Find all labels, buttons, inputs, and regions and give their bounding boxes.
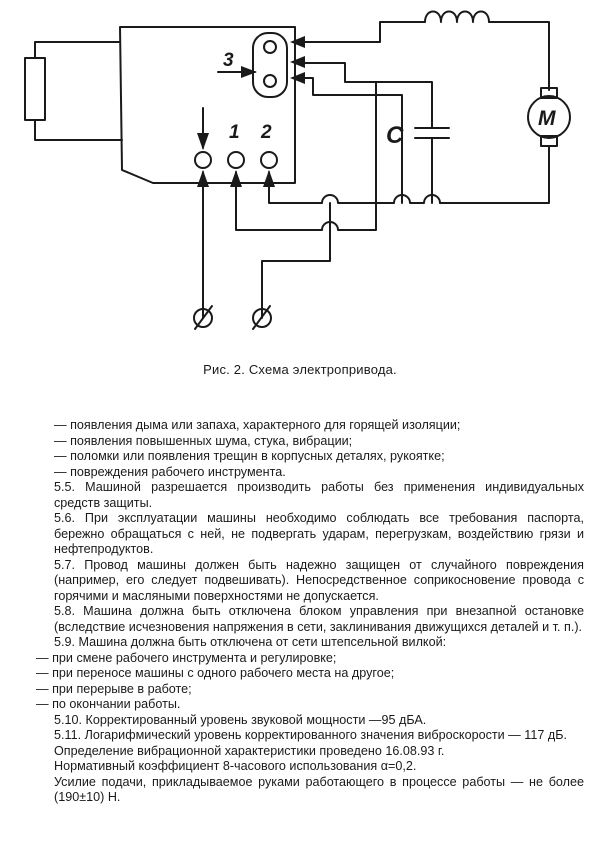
body-text: — появления дыма или запаха, характерног… <box>36 418 584 806</box>
wire-switch-capacitor <box>302 62 433 129</box>
list-item: — при перерыве в работе; <box>36 681 192 696</box>
plug-pin-right-slash <box>252 305 271 330</box>
paragraph-vibration-date: Определение вибрационной характеристики … <box>54 743 445 758</box>
paragraph-5-11: 5.11. Логарифмический уровень корректиро… <box>54 728 567 742</box>
paragraph-5-8: 5.8. Машина должна быть отключена блоком… <box>54 604 584 634</box>
plug-pin-left <box>193 308 213 328</box>
list-item: — появления дыма или запаха, характерног… <box>54 418 461 432</box>
label-terminal-1: 1 <box>229 122 240 143</box>
list-item: — при переносе машины с одного рабочего … <box>36 666 395 680</box>
arrow-down-head <box>197 133 209 150</box>
paragraph-5-7: 5.7. Провод машины должен быть надежно з… <box>54 557 584 603</box>
terminal-left <box>194 151 212 169</box>
wire-plug-right <box>261 202 331 319</box>
resistor-lead-bottom <box>34 119 123 141</box>
switch-contact-bottom <box>263 74 277 88</box>
arrow-3-head <box>241 66 257 78</box>
arrow-up-terminal-left <box>197 170 209 187</box>
paragraph-5-6: 5.6. При эксплуатации машины необходимо … <box>54 511 584 556</box>
control-block-outline <box>119 26 296 184</box>
plug-pin-right <box>252 308 272 328</box>
list-item: — повреждения рабочего инструмента. <box>54 464 286 479</box>
paragraph-usage-coefficient: Нормативный коэффициент 8-часового испол… <box>54 759 417 773</box>
terminal-1 <box>227 151 245 169</box>
inductor <box>424 10 490 23</box>
switch-contact-top <box>263 40 277 54</box>
electric-drive-diagram: 3 1 2 С М <box>24 10 571 330</box>
wire-motor-bottom <box>439 145 550 204</box>
list-item: — при смене рабочего инструмента и регул… <box>36 650 337 665</box>
list-item: — по окончании работы. <box>36 697 181 711</box>
wire-top-inductor <box>302 21 426 43</box>
label-capacitor: С <box>386 122 404 149</box>
wire-switch-low <box>302 77 403 204</box>
paragraph-5-9: 5.9. Машина должна быть отключена от сет… <box>54 635 447 649</box>
label-terminal-2: 2 <box>260 122 272 143</box>
plug-pin-left-slash <box>194 305 213 330</box>
arrow-in-top <box>290 36 305 48</box>
figure-caption: Рис. 2. Схема электропривода. <box>203 362 397 377</box>
arrow-in-low <box>290 72 305 84</box>
motor <box>527 95 571 139</box>
switch-element <box>252 32 288 98</box>
arrow-up-terminal-2 <box>263 170 275 187</box>
motor-brush-top <box>540 87 558 99</box>
paragraph-5-5: 5.5. Машиной разрешается производить раб… <box>54 480 584 510</box>
resistor <box>24 57 46 121</box>
arrow-in-mid <box>290 56 305 68</box>
list-item: — поломки или появления трещин в корпусн… <box>54 449 445 463</box>
wire-bus-terminal-2 <box>268 171 441 204</box>
label-motor: М <box>538 107 556 130</box>
label-terminal-3: 3 <box>223 50 234 71</box>
wire-inductor-motor <box>488 21 550 91</box>
paragraph-feed-force: Усилие подачи, прикладываемое руками раб… <box>54 774 584 805</box>
paragraph-5-10: 5.10. Корректированный уровень звуковой … <box>54 712 427 727</box>
list-item: — появления повышенных шума, стука, вибр… <box>54 433 353 448</box>
resistor-lead-top <box>34 41 121 59</box>
wire-terminal-1 <box>235 81 377 231</box>
terminal-2 <box>260 151 278 169</box>
arrow-up-terminal-1 <box>230 170 242 187</box>
